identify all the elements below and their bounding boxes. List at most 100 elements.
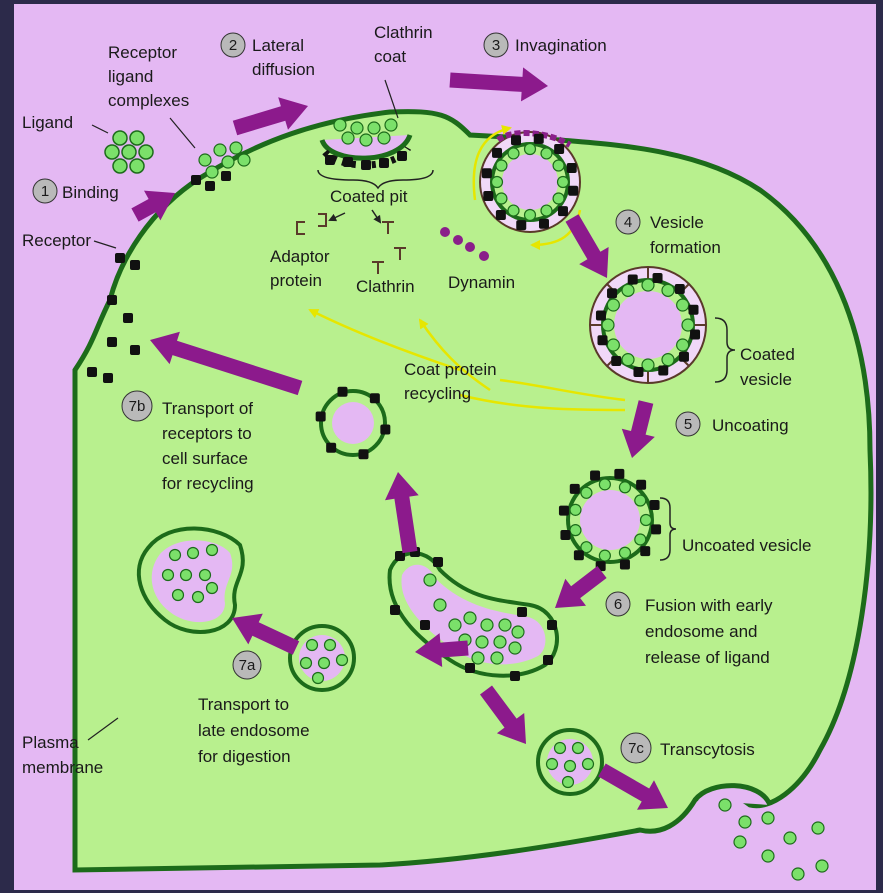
receptor-marker: [607, 288, 617, 298]
ligand-dot: [642, 279, 654, 291]
receptor-marker: [614, 469, 624, 479]
svg-text:Adaptor: Adaptor: [270, 247, 330, 266]
ligand-dot: [170, 550, 181, 561]
svg-text:1: 1: [41, 183, 49, 200]
ligand-dot: [481, 619, 493, 631]
ligand-dot: [508, 205, 519, 216]
svg-text:diffusion: diffusion: [252, 60, 315, 79]
receptor-marker: [679, 352, 689, 362]
receptor-marker: [574, 550, 584, 560]
receptor-marker: [516, 220, 526, 230]
receptor-marker: [107, 337, 117, 347]
step-1-marker: 1: [33, 179, 57, 203]
ligand-dot: [200, 570, 211, 581]
step-7a-marker: 7a: [233, 651, 261, 679]
step-5-marker: 5: [676, 412, 700, 436]
ligand-dot: [734, 836, 746, 848]
fusion-label: Fusion with early endosome and release o…: [645, 596, 773, 667]
ligand-dot: [682, 319, 694, 331]
receptor-marker: [325, 155, 335, 165]
ligand-dot: [342, 132, 354, 144]
ligand-dot: [553, 160, 564, 171]
receptor-marker: [650, 500, 660, 510]
svg-text:6: 6: [614, 596, 622, 613]
receptor-marker: [316, 411, 326, 421]
ligand-dot: [360, 134, 372, 146]
receptor-marker: [570, 484, 580, 494]
svg-text:Clathrin: Clathrin: [374, 23, 433, 42]
svg-text:late endosome: late endosome: [198, 721, 310, 740]
ligand-dot: [565, 761, 576, 772]
receptor-marker: [539, 219, 549, 229]
ligand-dot: [558, 177, 569, 188]
svg-text:7c: 7c: [628, 740, 644, 757]
receptor-marker: [361, 160, 371, 170]
receptor-marker: [636, 480, 646, 490]
ligand-dot: [622, 284, 634, 296]
ligand-dot: [573, 743, 584, 754]
clathrin-label: Clathrin: [356, 277, 415, 296]
ligand-dot: [334, 119, 346, 131]
receptor-marker: [358, 449, 368, 459]
svg-text:protein: protein: [270, 271, 322, 290]
svg-text:7b: 7b: [129, 398, 146, 415]
svg-text:Receptor: Receptor: [108, 43, 177, 62]
receptor-marker: [492, 148, 502, 158]
ligand-dot: [816, 860, 828, 872]
svg-text:receptors to: receptors to: [162, 424, 252, 443]
receptor-marker: [380, 425, 390, 435]
svg-text:Plasma: Plasma: [22, 733, 79, 752]
ligand-dot: [570, 525, 581, 536]
receptor-marker: [433, 557, 443, 567]
svg-text:Coat protein: Coat protein: [404, 360, 497, 379]
invagination-label: Invagination: [515, 36, 607, 55]
svg-text:Fusion with early: Fusion with early: [645, 596, 773, 615]
receptor-marker: [107, 295, 117, 305]
ligand-dot: [541, 148, 552, 159]
ligand-dot: [607, 339, 619, 351]
receptor-marker: [568, 186, 578, 196]
ligand-dot: [496, 193, 507, 204]
ligand-dot: [491, 652, 503, 664]
dynamin-label: Dynamin: [448, 273, 515, 292]
receptor-marker: [379, 158, 389, 168]
receptor-marker: [596, 310, 606, 320]
svg-text:complexes: complexes: [108, 91, 189, 110]
ligand-dot: [163, 570, 174, 581]
ligand-dot: [496, 160, 507, 171]
transcytosis-label: Transcytosis: [660, 740, 755, 759]
step-7c-marker: 7c: [621, 733, 651, 763]
ligand-dot: [351, 122, 363, 134]
receptor-marker: [658, 366, 668, 376]
receptor-marker: [397, 151, 407, 161]
receptor-marker: [482, 168, 492, 178]
step-7b-marker: 7b: [122, 391, 152, 421]
receptor-marker: [390, 605, 400, 615]
receptor-marker: [221, 171, 231, 181]
ligand-dot: [792, 868, 804, 880]
ligand-dot: [512, 626, 524, 638]
ligand-dot: [622, 354, 634, 366]
ligand-dot: [222, 156, 234, 168]
coated-pit-label: Coated pit: [330, 187, 408, 206]
svg-text:recycling: recycling: [404, 384, 471, 403]
receptor-marker: [590, 470, 600, 480]
ligand-dot: [619, 482, 630, 493]
ligand-dot: [563, 777, 574, 788]
svg-text:for digestion: for digestion: [198, 747, 291, 766]
ligand-dot: [607, 299, 619, 311]
binding-label: Binding: [62, 183, 119, 202]
receptor-marker: [597, 335, 607, 345]
receptor-marker: [559, 506, 569, 516]
receptor-marker: [689, 305, 699, 315]
receptor-marker: [420, 620, 430, 630]
ligand-dot: [385, 119, 397, 131]
svg-text:7a: 7a: [239, 657, 256, 674]
receptor-marker: [115, 253, 125, 263]
svg-text:2: 2: [229, 37, 237, 54]
receptor-marker: [675, 284, 685, 294]
ligand-dot: [619, 547, 630, 558]
ligand-dot: [662, 284, 674, 296]
svg-text:release of ligand: release of ligand: [645, 648, 770, 667]
